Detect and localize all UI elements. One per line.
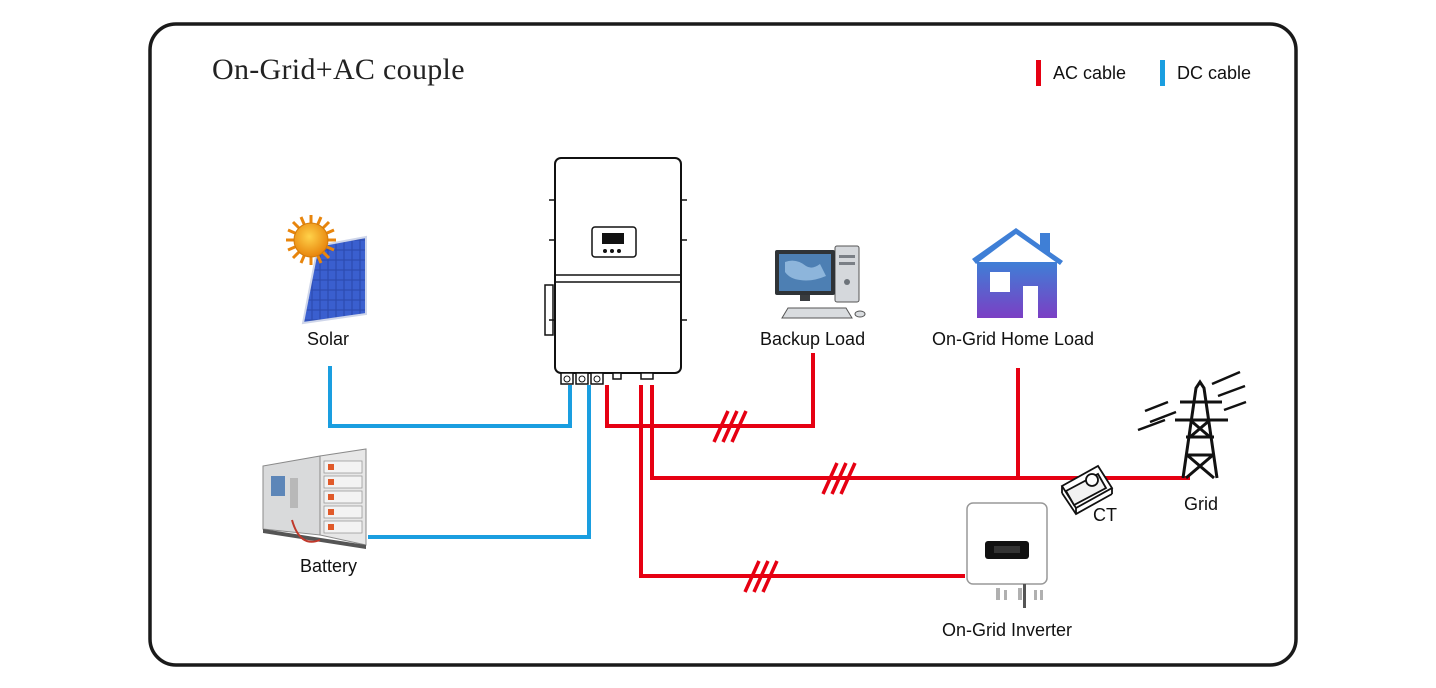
grid-inverter-icon (966, 502, 1048, 608)
house-icon (972, 228, 1063, 318)
dc-cables (328, 366, 591, 539)
dc-cable-battery (368, 385, 591, 539)
diagram-frame (148, 22, 1298, 667)
ac-cables (605, 353, 1190, 578)
ct-clamp-icon (1060, 464, 1114, 516)
label-home-load: On-Grid Home Load (932, 329, 1095, 349)
battery-cabinet-icon (262, 448, 367, 549)
label-solar: Solar (307, 329, 350, 349)
sun-icon (286, 215, 336, 265)
ac-cable-backup-load (605, 353, 815, 428)
label-ongrid-inverter: On-Grid Inverter (942, 620, 1073, 640)
dc-cable-solar (328, 366, 572, 428)
legend-item-dc: DC cable (1160, 60, 1251, 86)
legend-swatch-ac (1036, 60, 1041, 86)
ac-slash-marks (712, 410, 857, 593)
ac-cable-grid (650, 385, 1085, 480)
hybrid-inverter-icon (544, 157, 687, 385)
legend-item-ac: AC cable (1036, 60, 1126, 86)
transmission-tower-icon (1137, 370, 1247, 480)
label-ct: CT (1093, 505, 1117, 525)
diagram-title: On-Grid+AC couple (212, 53, 465, 86)
label-battery: Battery (300, 556, 358, 576)
desktop-computer-icon (775, 245, 866, 319)
solar-panel-icon (286, 215, 367, 325)
label-backup-load: Backup Load (760, 329, 866, 349)
label-grid: Grid (1184, 494, 1219, 514)
legend-label-ac: AC cable (1053, 62, 1127, 83)
ac-cable-ongrid-inverter (639, 385, 965, 578)
legend-label-dc: DC cable (1177, 62, 1252, 83)
legend-swatch-dc (1160, 60, 1165, 86)
